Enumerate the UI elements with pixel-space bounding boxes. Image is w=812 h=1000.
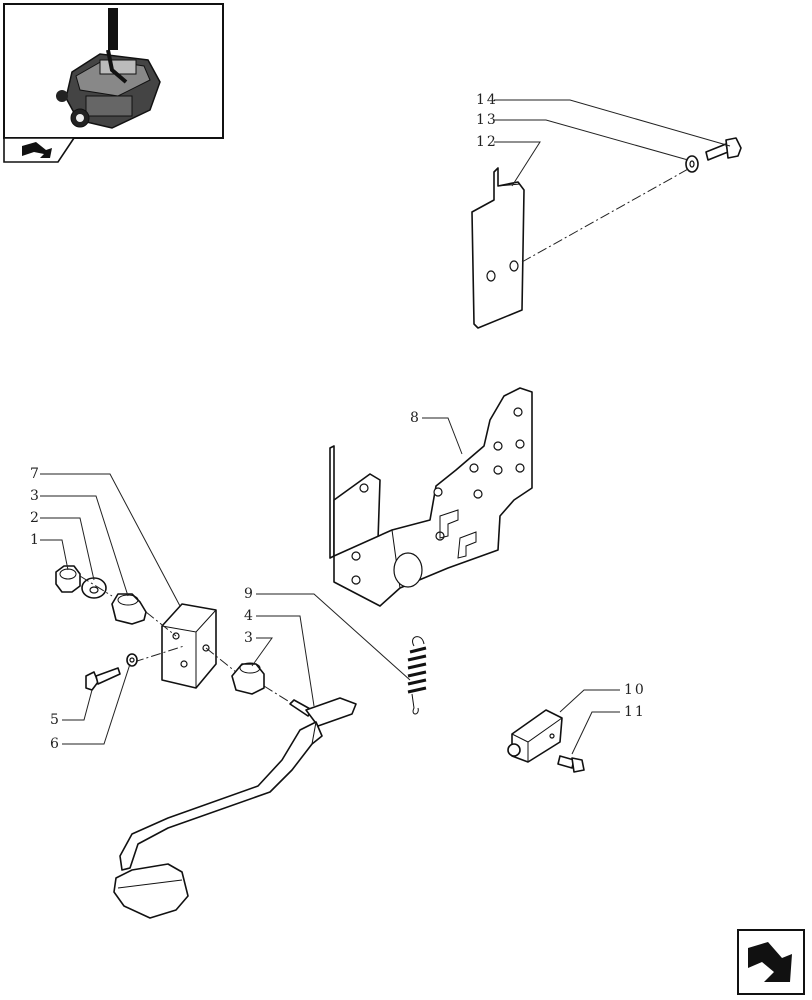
pedal-part — [113, 697, 357, 919]
callout-labels: 14 13 12 8 7 3 2 1 9 4 3 5 6 10 11 — [30, 92, 646, 752]
washer-part-2 — [81, 577, 107, 599]
callout-3-second: 3 — [244, 630, 255, 646]
bracket-part — [329, 387, 533, 607]
callout-14: 14 — [476, 92, 498, 108]
bushing-part-2 — [231, 662, 265, 695]
screw-part — [557, 755, 585, 773]
assembly-axis-2 — [79, 575, 177, 637]
block-part — [161, 603, 217, 689]
bolt-part — [705, 137, 742, 161]
callout-11: 11 — [624, 704, 646, 720]
nut-part — [55, 565, 81, 593]
callout-3: 3 — [30, 488, 41, 504]
callout-12: 12 — [476, 134, 498, 150]
back-arrow-icon — [22, 142, 52, 158]
callout-4: 4 — [244, 608, 255, 624]
next-page-arrow-icon — [748, 942, 792, 982]
assembly-axis-3 — [133, 645, 185, 663]
washer-part-3 — [126, 653, 138, 667]
spring-part — [407, 636, 427, 715]
callout-9: 9 — [244, 586, 255, 602]
plate-part — [471, 167, 525, 329]
callout-10: 10 — [624, 682, 646, 698]
leader-lines — [40, 99, 731, 755]
next-page-button[interactable] — [737, 929, 805, 995]
engine-thumbnail[interactable] — [3, 3, 224, 139]
bolt-part-2 — [85, 667, 121, 691]
callout-7: 7 — [30, 466, 41, 482]
callout-13: 13 — [476, 112, 498, 128]
callout-5: 5 — [50, 712, 61, 728]
engine-thumbnail-icon — [56, 8, 161, 129]
washer-part — [685, 155, 699, 173]
callout-8: 8 — [410, 410, 421, 426]
callout-6: 6 — [50, 736, 61, 752]
callout-1: 1 — [30, 532, 41, 548]
bushing-part — [111, 593, 147, 625]
back-arrow-button[interactable] — [3, 137, 76, 163]
switch-part — [507, 709, 563, 763]
callout-2: 2 — [30, 510, 41, 526]
assembly-axis — [521, 167, 691, 263]
